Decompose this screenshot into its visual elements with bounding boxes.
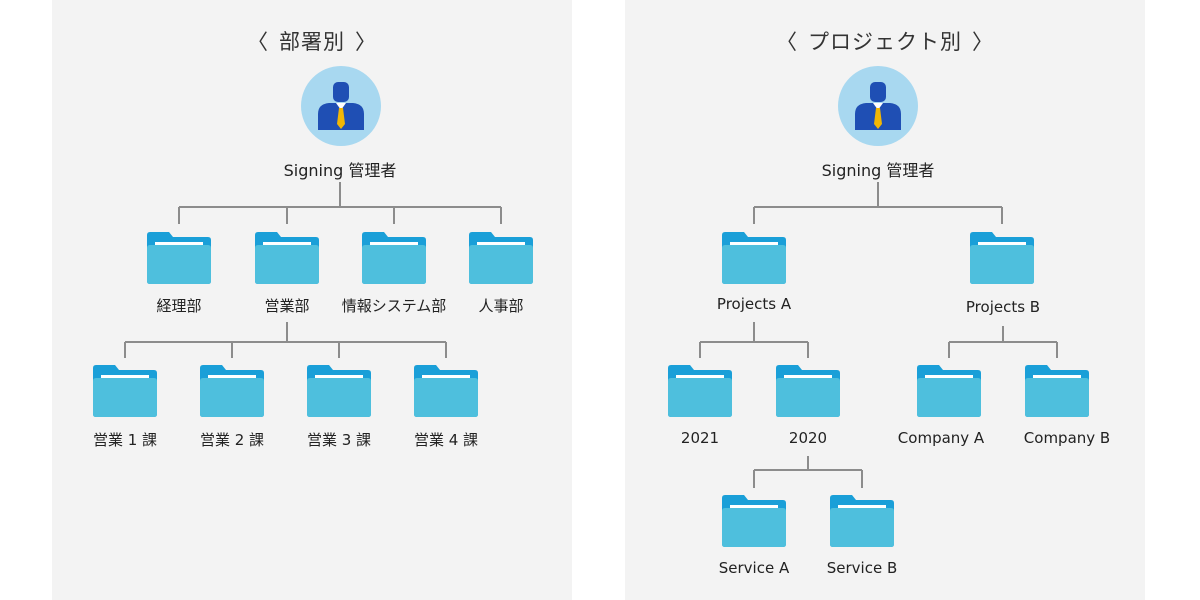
- folder-label: 情報システム部: [341, 297, 447, 315]
- title-text: プロジェクト別: [808, 30, 962, 54]
- admin-avatar-icon: [301, 66, 381, 146]
- title-open-bracket: 〈: [247, 30, 269, 54]
- folder-label: Company A: [897, 429, 985, 447]
- folder-label: 人事部: [478, 297, 524, 315]
- folder-icon: [722, 495, 786, 547]
- folder-icon: [200, 365, 264, 417]
- title-text: 部署別: [279, 30, 345, 54]
- root-label-right: Signing 管理者: [821, 161, 935, 180]
- folder-icon: [668, 365, 732, 417]
- folder-icon: [255, 232, 319, 284]
- folder-label: 営業 1 課: [92, 431, 158, 449]
- folder-icon: [469, 232, 533, 284]
- panel-title-department: 〈部署別〉: [52, 26, 572, 56]
- folder-icon: [970, 232, 1034, 284]
- folder-label: Projects B: [965, 298, 1041, 316]
- panel-title-project: 〈プロジェクト別〉: [625, 26, 1145, 56]
- folder-label: Company B: [1023, 429, 1111, 447]
- folder-icon: [917, 365, 981, 417]
- folder-label: Projects A: [716, 295, 792, 313]
- admin-avatar-icon: [838, 66, 918, 146]
- folder-icon: [93, 365, 157, 417]
- folder-icon: [830, 495, 894, 547]
- folder-label: 営業 2 課: [199, 431, 265, 449]
- folder-icon: [307, 365, 371, 417]
- folder-label: 2020: [788, 429, 828, 447]
- folder-icon: [1025, 365, 1089, 417]
- folder-label: 営業部: [264, 297, 310, 315]
- folder-icon: [362, 232, 426, 284]
- folder-label: 営業 3 課: [306, 431, 372, 449]
- folder-icon: [722, 232, 786, 284]
- folder-icon: [776, 365, 840, 417]
- title-close-bracket: 〉: [355, 30, 377, 54]
- folder-icon: [414, 365, 478, 417]
- title-open-bracket: 〈: [776, 30, 798, 54]
- folder-icon: [147, 232, 211, 284]
- title-close-bracket: 〉: [972, 30, 994, 54]
- root-label-left: Signing 管理者: [283, 161, 397, 180]
- folder-label: 2021: [680, 429, 720, 447]
- folder-label: Service A: [718, 559, 790, 577]
- folder-label: 経理部: [156, 297, 202, 315]
- folder-label: Service B: [826, 559, 898, 577]
- folder-label: 営業 4 課: [413, 431, 479, 449]
